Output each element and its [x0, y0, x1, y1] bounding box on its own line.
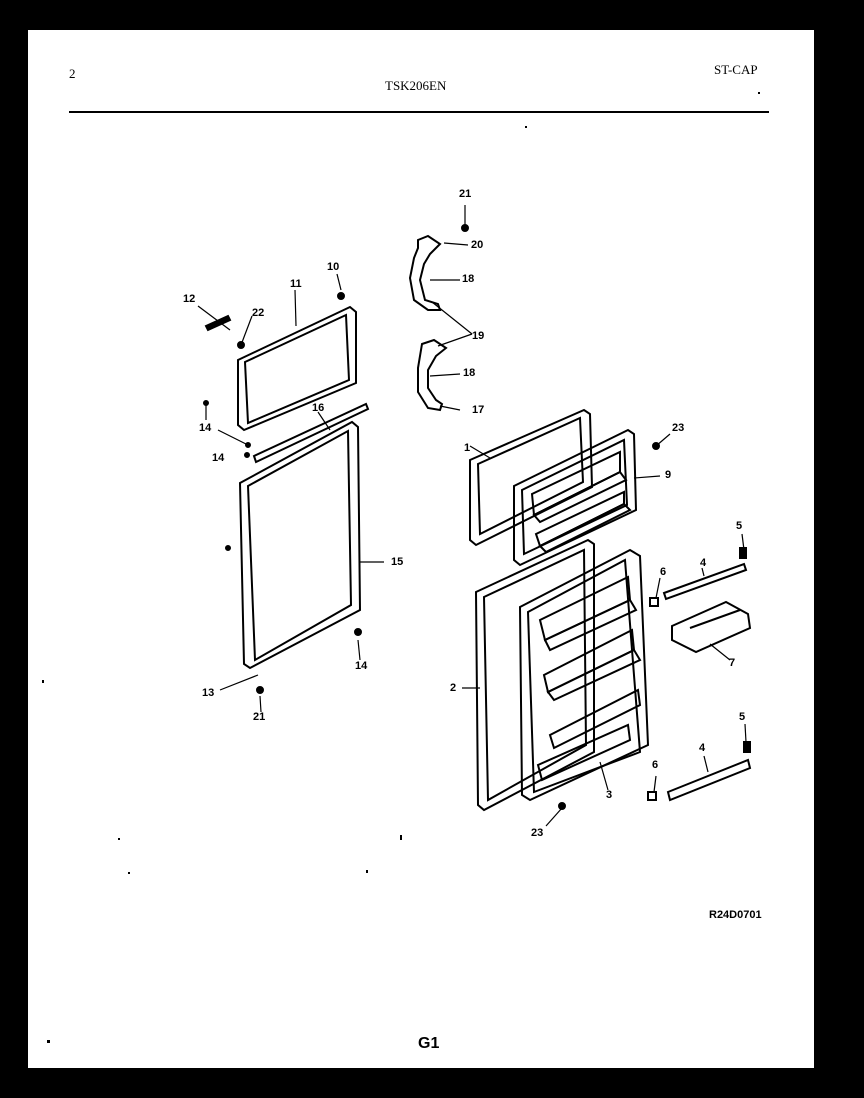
callout-6-bottom: 6 [652, 759, 659, 771]
drawing-code: R24D0701 [709, 909, 762, 921]
callout-16: 16 [312, 402, 325, 414]
scan-speck [118, 838, 120, 840]
callout-14-b: 14 [212, 452, 225, 464]
parts-diagram-sheet [28, 30, 814, 1068]
callout-3: 3 [606, 789, 613, 801]
callout-18-bottom: 18 [463, 367, 476, 379]
callout-17: 17 [472, 404, 485, 416]
fresh-food-gasket [474, 538, 595, 812]
divider-strip [252, 402, 370, 464]
callout-21-top: 21 [459, 188, 472, 200]
hinge-lower [417, 338, 448, 412]
scan-speck [47, 1040, 50, 1043]
callout-14-a: 14 [199, 422, 212, 434]
door-shelf [671, 600, 752, 654]
scan-speck [758, 92, 760, 94]
handle-piece [204, 314, 232, 332]
hinge-upper [408, 234, 442, 311]
callout-5-top: 5 [736, 520, 743, 532]
callout-7: 7 [729, 657, 736, 669]
callout-4-bottom: 4 [699, 742, 706, 754]
callout-6-top: 6 [660, 566, 667, 578]
scan-speck [525, 126, 527, 128]
callout-19: 19 [472, 330, 485, 342]
shelf-rail-upper [662, 562, 748, 601]
section-code: ST-CAP [714, 62, 758, 77]
fresh-food-door-frame [238, 420, 362, 670]
scan-speck [400, 835, 402, 840]
callout-11: 11 [290, 278, 302, 290]
scan-speck [830, 798, 833, 801]
callout-12: 12 [183, 293, 196, 305]
callout-14-c: 14 [355, 660, 368, 672]
callout-21-bottom: 21 [253, 711, 266, 723]
callout-1: 1 [464, 442, 471, 454]
callout-2: 2 [450, 682, 457, 694]
header-rule [69, 111, 769, 113]
callout-13: 13 [202, 687, 215, 699]
callout-4-top: 4 [700, 557, 707, 569]
page-number: 2 [69, 66, 76, 81]
callout-23-top: 23 [672, 422, 685, 434]
shelf-rail-lower [666, 758, 752, 802]
callout-9: 9 [665, 469, 672, 481]
callout-10: 10 [327, 261, 340, 273]
callout-22: 22 [252, 307, 265, 319]
freezer-door-frame [237, 305, 357, 432]
model-number: TSK206EN [385, 78, 447, 93]
callout-20: 20 [471, 239, 484, 251]
scan-speck [128, 872, 130, 874]
callout-23-bottom: 23 [531, 827, 544, 839]
callout-5-bottom: 5 [739, 711, 746, 723]
freezer-liner [513, 428, 638, 567]
callout-18-top: 18 [462, 273, 475, 285]
callout-15: 15 [391, 556, 404, 568]
figure-label: G1 [418, 1035, 440, 1052]
fresh-food-liner [518, 548, 650, 802]
scan-speck [42, 680, 44, 683]
scan-speck [0, 377, 12, 379]
scan-speck [366, 870, 368, 873]
